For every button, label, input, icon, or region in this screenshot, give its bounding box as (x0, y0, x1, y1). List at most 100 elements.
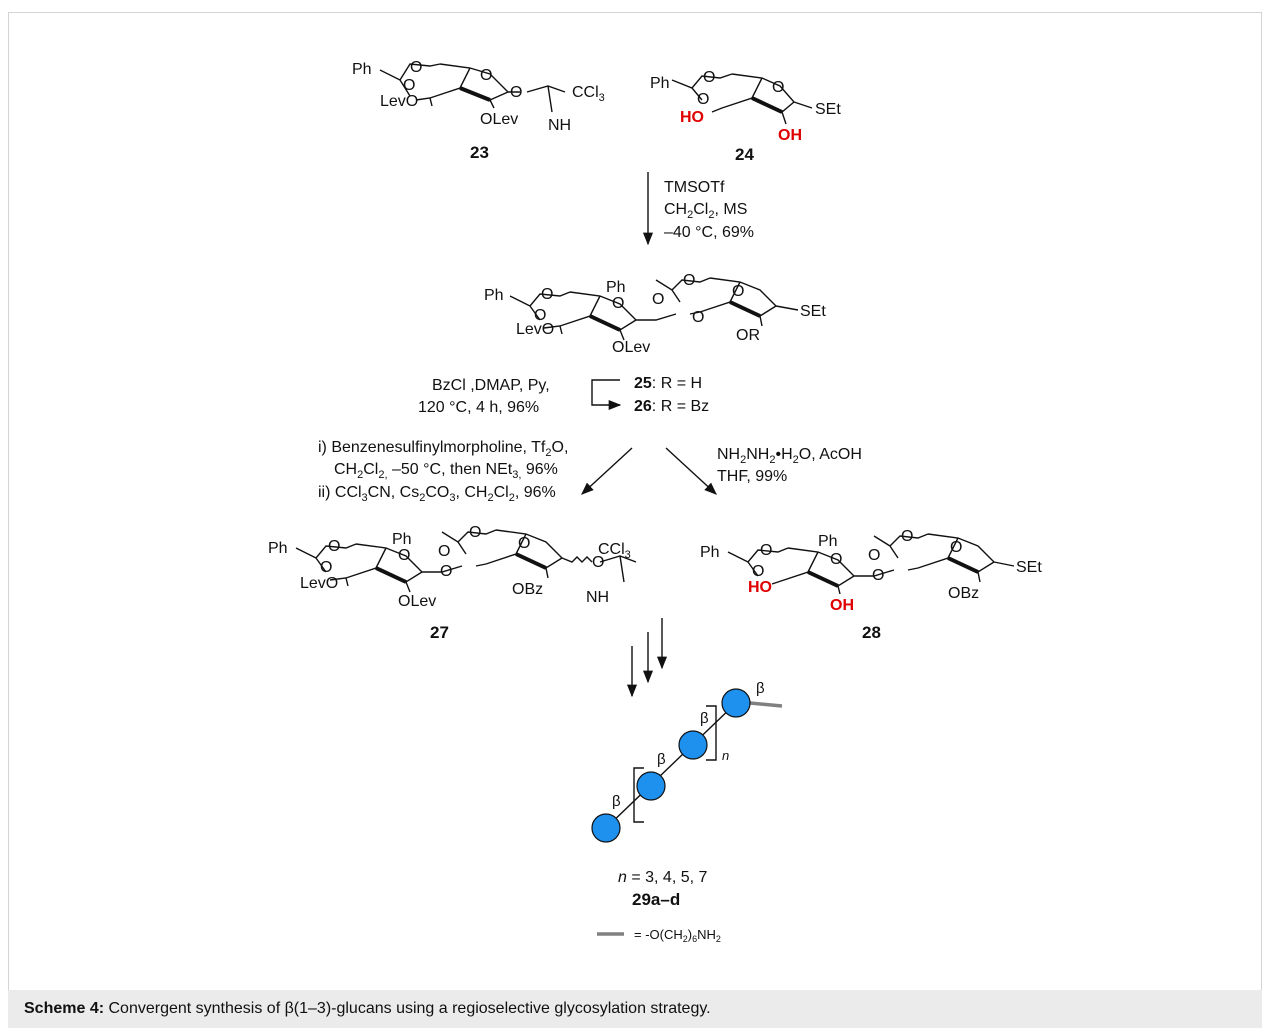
step3-line2: CH2Cl2, –50 °C, then NEt3, 96% (334, 461, 558, 481)
c27-levo-label: LevO (300, 575, 338, 592)
c28-o6: O (868, 547, 880, 564)
c27-ph1-label: Ph (268, 540, 288, 557)
c27-ccl3-label: CCl3 (598, 541, 631, 561)
c27-o6: O (438, 543, 450, 560)
c27-anomeric-o: O (592, 554, 604, 571)
c23-nh-label: NH (548, 117, 571, 134)
compound-25-label: 25: R = H (634, 375, 702, 392)
c23-levo-label: LevO (380, 93, 418, 110)
c23-ring-o1: O (410, 59, 422, 76)
step2-line2: 120 °C, 4 h, 96% (418, 399, 539, 416)
figure-frame (8, 12, 1262, 990)
c24-ph-label: Ph (650, 75, 670, 92)
glucose-residue-2 (636, 771, 666, 801)
figure-caption: Scheme 4: Convergent synthesis of β(1–3)… (8, 990, 1262, 1028)
c25-o7: O (732, 283, 744, 300)
compound-28-number: 28 (862, 623, 881, 642)
c28-set-label: SEt (1016, 559, 1042, 576)
c25-or-label: OR (736, 327, 760, 344)
compound-25-26: Ph O O O LevO OLev O Ph O O O SEt OR (484, 272, 826, 356)
conditions-step-3: i) Benzenesulfinylmorpholine, Tf2O, CH2C… (318, 439, 568, 504)
c28-o2: O (752, 563, 764, 580)
compound-24-number: 24 (735, 145, 754, 164)
compound-23: Ph O O O LevO OLev O CCl3 NH 23 (352, 59, 605, 162)
c25-ph1-label: Ph (484, 287, 504, 304)
c23-anomeric-o: O (510, 84, 522, 101)
c25-o5: O (683, 272, 695, 289)
caption-label: Scheme 4: (24, 1000, 105, 1017)
c24-ring-o2: O (697, 91, 709, 108)
glycan-backbone (605, 702, 737, 829)
beta-linkage-3: β (700, 710, 709, 727)
c28-ph1-label: Ph (700, 544, 720, 561)
compound-27-number: 27 (430, 623, 449, 642)
conditions-step-1: TMSOTf CH2Cl2, MS –40 °C, 69% (664, 179, 754, 241)
c23-ph-label: Ph (352, 61, 372, 78)
c25-olev-label: OLev (612, 339, 650, 356)
compound-28: Ph O O O HO OH O Ph O O O SEt OBz 28 (700, 528, 1042, 642)
multi-step-arrows (626, 618, 668, 698)
c24-ring-o3: O (772, 79, 784, 96)
c24-oh-label: OH (778, 127, 802, 144)
c27-o2: O (320, 559, 332, 576)
c25-set-label: SEt (800, 303, 826, 320)
c27-o4: O (440, 563, 452, 580)
c28-oh-label: OH (830, 597, 854, 614)
compound-27: Ph O O O LevO OLev O Ph O O O O CCl3 OBz… (268, 524, 637, 642)
c25-o3: O (612, 295, 624, 312)
conditions-step-4: NH2NH2•H2O, AcOH THF, 99% (717, 446, 862, 485)
compound-29-number: 29a–d (632, 890, 680, 909)
compound-24: Ph O O O HO OH SEt 24 (650, 69, 841, 164)
linker-line (749, 701, 783, 708)
glucose-residue-3 (678, 730, 708, 760)
c27-olev-label: OLev (398, 593, 436, 610)
c28-o7: O (950, 539, 962, 556)
c27-o7: O (518, 535, 530, 552)
glucose-residue-1 (591, 813, 621, 843)
step3-line3: ii) CCl3CN, Cs2CO3, CH2Cl2, 96% (318, 484, 556, 504)
c27-obz-label: OBz (512, 581, 543, 598)
glucose-residue-4 (721, 688, 751, 718)
c24-set-label: SEt (815, 101, 841, 118)
c24-ring-o1: O (703, 69, 715, 86)
c28-o5: O (901, 528, 913, 545)
c25-ph2-label: Ph (606, 279, 626, 296)
step1-line3: –40 °C, 69% (664, 224, 754, 241)
beta-linkage-2: β (657, 751, 666, 768)
c27-o3: O (398, 547, 410, 564)
caption-text: Convergent synthesis of β(1–3)-glucans u… (104, 1000, 711, 1017)
step4-line2: THF, 99% (717, 468, 787, 485)
c27-o1: O (328, 538, 340, 555)
c25-levo-label: LevO (516, 321, 554, 338)
c28-ph2-label: Ph (818, 533, 838, 550)
reaction-arrow-3 (581, 447, 633, 495)
reaction-arrow-4 (665, 447, 717, 495)
c28-obz-label: OBz (948, 585, 979, 602)
c25-o4: O (692, 309, 704, 326)
c25-o1: O (541, 286, 553, 303)
c28-o3: O (830, 551, 842, 568)
n-values-label: n = 3, 4, 5, 7 (618, 869, 708, 886)
repeat-n-label: n (722, 748, 729, 763)
step4-line1: NH2NH2•H2O, AcOH (717, 446, 862, 466)
step1-line2: CH2Cl2, MS (664, 201, 747, 221)
compound-23-number: 23 (470, 143, 489, 162)
c25-o6: O (652, 291, 664, 308)
c24-ho-label: HO (680, 109, 704, 126)
c28-ho-label: HO (748, 579, 772, 596)
beta-linkage-1: β (612, 793, 621, 810)
c23-ccl3-label: CCl3 (572, 84, 605, 104)
repeat-bracket-right (706, 705, 717, 761)
repeat-bracket-left (633, 767, 644, 823)
step3-line1: i) Benzenesulfinylmorpholine, Tf2O, (318, 439, 568, 459)
c27-nh-label: NH (586, 589, 609, 606)
c25-o2: O (534, 307, 546, 324)
reaction-arrow-2 (591, 379, 622, 411)
c27-o5: O (469, 524, 481, 541)
legend-linker-text: = -O(CH2)6NH2 (634, 927, 721, 944)
conditions-step-2: BzCl ,DMAP, Py, 120 °C, 4 h, 96% (418, 377, 550, 416)
c28-o1: O (760, 542, 772, 559)
step2-line1: BzCl ,DMAP, Py, (432, 377, 550, 394)
compound-29-glycan: β β β β n n = 3, 4, 5, 7 29a–d = -O(CH2)… (591, 680, 783, 944)
step1-line1: TMSOTf (664, 179, 725, 196)
